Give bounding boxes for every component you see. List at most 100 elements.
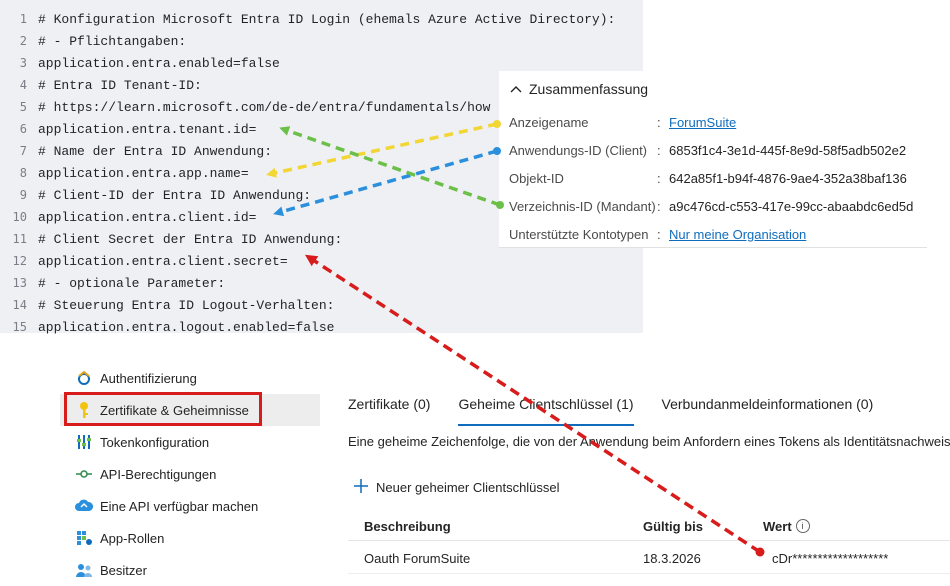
summary-label: Objekt-ID — [509, 170, 564, 186]
display-name-link[interactable]: ForumSuite — [669, 114, 737, 130]
summary-row: Objekt-ID: 642a85f1-b94f-4876-9ae4-352a3… — [509, 166, 929, 190]
code-text: application.entra.tenant.id= — [38, 121, 257, 137]
code-line: 4 # Entra ID Tenant-ID: — [0, 74, 643, 96]
line-number: 15 — [12, 320, 27, 334]
summary-row: Unterstützte Kontotypen: Nur meine Organ… — [509, 222, 929, 246]
api-permissions-icon — [74, 464, 94, 484]
code-text: application.entra.client.secret= — [38, 253, 288, 269]
tenant-id-value: a9c476cd-c553-417e-99cc-abaabdc6ed5d — [669, 198, 914, 214]
line-number: 9 — [19, 188, 27, 202]
code-text: # Client Secret der Entra ID Anwendung: — [38, 231, 343, 247]
sidebar-item-label: Besitzer — [100, 562, 147, 578]
authentication-icon — [74, 368, 94, 388]
line-number: 10 — [12, 210, 27, 224]
sidebar-item-app-roles[interactable]: App-Rollen — [60, 522, 320, 554]
sidebar-item-label: Zertifikate & Geheimnisse — [100, 402, 249, 418]
object-id-value: 642a85f1-b94f-4876-9ae4-352a38baf136 — [669, 170, 907, 186]
summary-row: Anzeigename: ForumSuite — [509, 110, 929, 134]
line-number: 4 — [19, 78, 27, 92]
section-description: Eine geheime Zeichenfolge, die von der A… — [348, 434, 950, 449]
info-icon[interactable]: i — [795, 519, 810, 533]
line-number: 5 — [19, 100, 27, 114]
client-id-value: 6853f1c4-3e1d-445f-8e9d-58f5adb502e2 — [669, 142, 907, 158]
separator: : — [657, 198, 661, 214]
line-number: 11 — [12, 232, 27, 246]
code-text: # Name der Entra ID Anwendung: — [38, 143, 273, 159]
code-line: 9 # Client-ID der Entra ID Anwendung: — [0, 184, 643, 206]
code-text: # Konfiguration Microsoft Entra ID Login… — [38, 11, 616, 27]
sidebar: Authentifizierung Zertifikate & Geheimni… — [60, 362, 322, 582]
sidebar-item-api-permissions[interactable]: API-Berechtigungen — [60, 458, 320, 490]
summary-row: Verzeichnis-ID (Mandant): a9c476cd-c553-… — [509, 194, 929, 218]
code-line: 2# - Pflichtangaben: — [0, 30, 643, 52]
code-line: 13 # - optionale Parameter: — [0, 272, 643, 294]
line-number: 12 — [12, 254, 27, 268]
code-line: 7# Name der Entra ID Anwendung: — [0, 140, 643, 162]
summary-header[interactable]: Zusammenfassung — [509, 81, 648, 97]
separator: : — [657, 114, 661, 130]
code-text: # https://learn.microsoft.com/de-de/entr… — [38, 99, 491, 115]
code-text: application.entra.app.name= — [38, 165, 249, 181]
line-number: 14 — [12, 298, 27, 312]
chevron-up-icon[interactable] — [509, 82, 523, 96]
sidebar-item-owners[interactable]: Besitzer — [60, 554, 320, 586]
code-line: 11 # Client Secret der Entra ID Anwendung… — [0, 228, 643, 250]
line-number: 1 — [19, 12, 27, 26]
tab-client-secrets[interactable]: Geheime Clientschlüssel (1) — [458, 392, 634, 426]
sidebar-item-certificates-secrets[interactable]: Zertifikate & Geheimnisse — [60, 394, 320, 426]
code-text: application.entra.logout.enabled=false — [38, 319, 335, 335]
key-icon — [74, 400, 94, 420]
summary-label: Unterstützte Kontotypen — [509, 226, 649, 242]
sidebar-item-label: Tokenkonfiguration — [100, 434, 210, 450]
code-text: # Entra ID Tenant-ID: — [38, 77, 202, 93]
secret-expires: 18.3.2026 — [643, 550, 701, 566]
column-header-description: Beschreibung — [364, 518, 451, 534]
summary-row: Anwendungs-ID (Client): 6853f1c4-3e1d-44… — [509, 138, 929, 162]
separator: : — [657, 142, 661, 158]
plus-icon — [354, 479, 368, 496]
sidebar-item-label: Authentifizierung — [100, 370, 197, 386]
code-line: 5 # https://learn.microsoft.com/de-de/ent… — [0, 96, 643, 118]
column-header-value-label: Wert — [763, 518, 792, 534]
code-text: # - optionale Parameter: — [38, 275, 226, 291]
separator: : — [657, 170, 661, 186]
code-line: 12 application.entra.client.secret= — [0, 250, 643, 272]
sidebar-item-label: App-Rollen — [100, 530, 165, 546]
tab-bar: Zertifikate (0) Geheime Clientschlüssel … — [348, 392, 901, 426]
sidebar-item-expose-api[interactable]: Eine API verfügbar machen — [60, 490, 320, 522]
separator: : — [657, 226, 661, 242]
account-types-link[interactable]: Nur meine Organisation — [669, 226, 807, 242]
code-line: 6 application.entra.tenant.id= — [0, 118, 643, 140]
line-number: 8 — [19, 166, 27, 180]
code-text: # - Pflichtangaben: — [38, 33, 187, 49]
tab-certificates[interactable]: Zertifikate (0) — [348, 396, 431, 412]
code-line: 8 application.entra.app.name= — [0, 162, 643, 184]
code-text: # Client-ID der Entra ID Anwendung: — [38, 187, 312, 203]
sidebar-item-label: API-Berechtigungen — [100, 466, 217, 482]
new-client-secret-label: Neuer geheimer Clientschlüssel — [376, 480, 560, 495]
sidebar-item-label: Eine API verfügbar machen — [100, 498, 259, 514]
summary-label: Verzeichnis-ID (Mandant) — [509, 198, 656, 214]
summary-title: Zusammenfassung — [529, 81, 649, 97]
token-icon — [74, 432, 94, 452]
code-text: # Steuerung Entra ID Logout-Verhalten: — [38, 297, 335, 313]
line-number: 3 — [19, 56, 27, 70]
line-number: 13 — [12, 276, 27, 290]
cloud-icon — [74, 496, 94, 516]
new-client-secret-button[interactable]: Neuer geheimer Clientschlüssel — [354, 479, 560, 496]
tab-federated-credentials[interactable]: Verbundanmeldeinformationen (0) — [661, 396, 874, 412]
app-roles-icon — [74, 528, 94, 548]
table-row: Oauth ForumSuite 18.3.2026 cDr**********… — [348, 543, 950, 574]
code-line: 1 # Konfiguration Microsoft Entra ID Logi… — [0, 8, 643, 30]
sidebar-item-token-configuration[interactable]: Tokenkonfiguration — [60, 426, 320, 458]
secret-description: Oauth ForumSuite — [364, 550, 471, 566]
secret-value: cDr******************* — [772, 550, 889, 566]
code-text: application.entra.client.id= — [38, 209, 257, 225]
summary-label: Anwendungs-ID (Client) — [509, 142, 648, 158]
code-line: 10 application.entra.client.id= — [0, 206, 643, 228]
line-number: 6 — [19, 122, 27, 136]
summary-label: Anzeigename — [509, 114, 589, 130]
sidebar-item-authentication[interactable]: Authentifizierung — [60, 362, 320, 394]
owners-icon — [74, 560, 94, 580]
